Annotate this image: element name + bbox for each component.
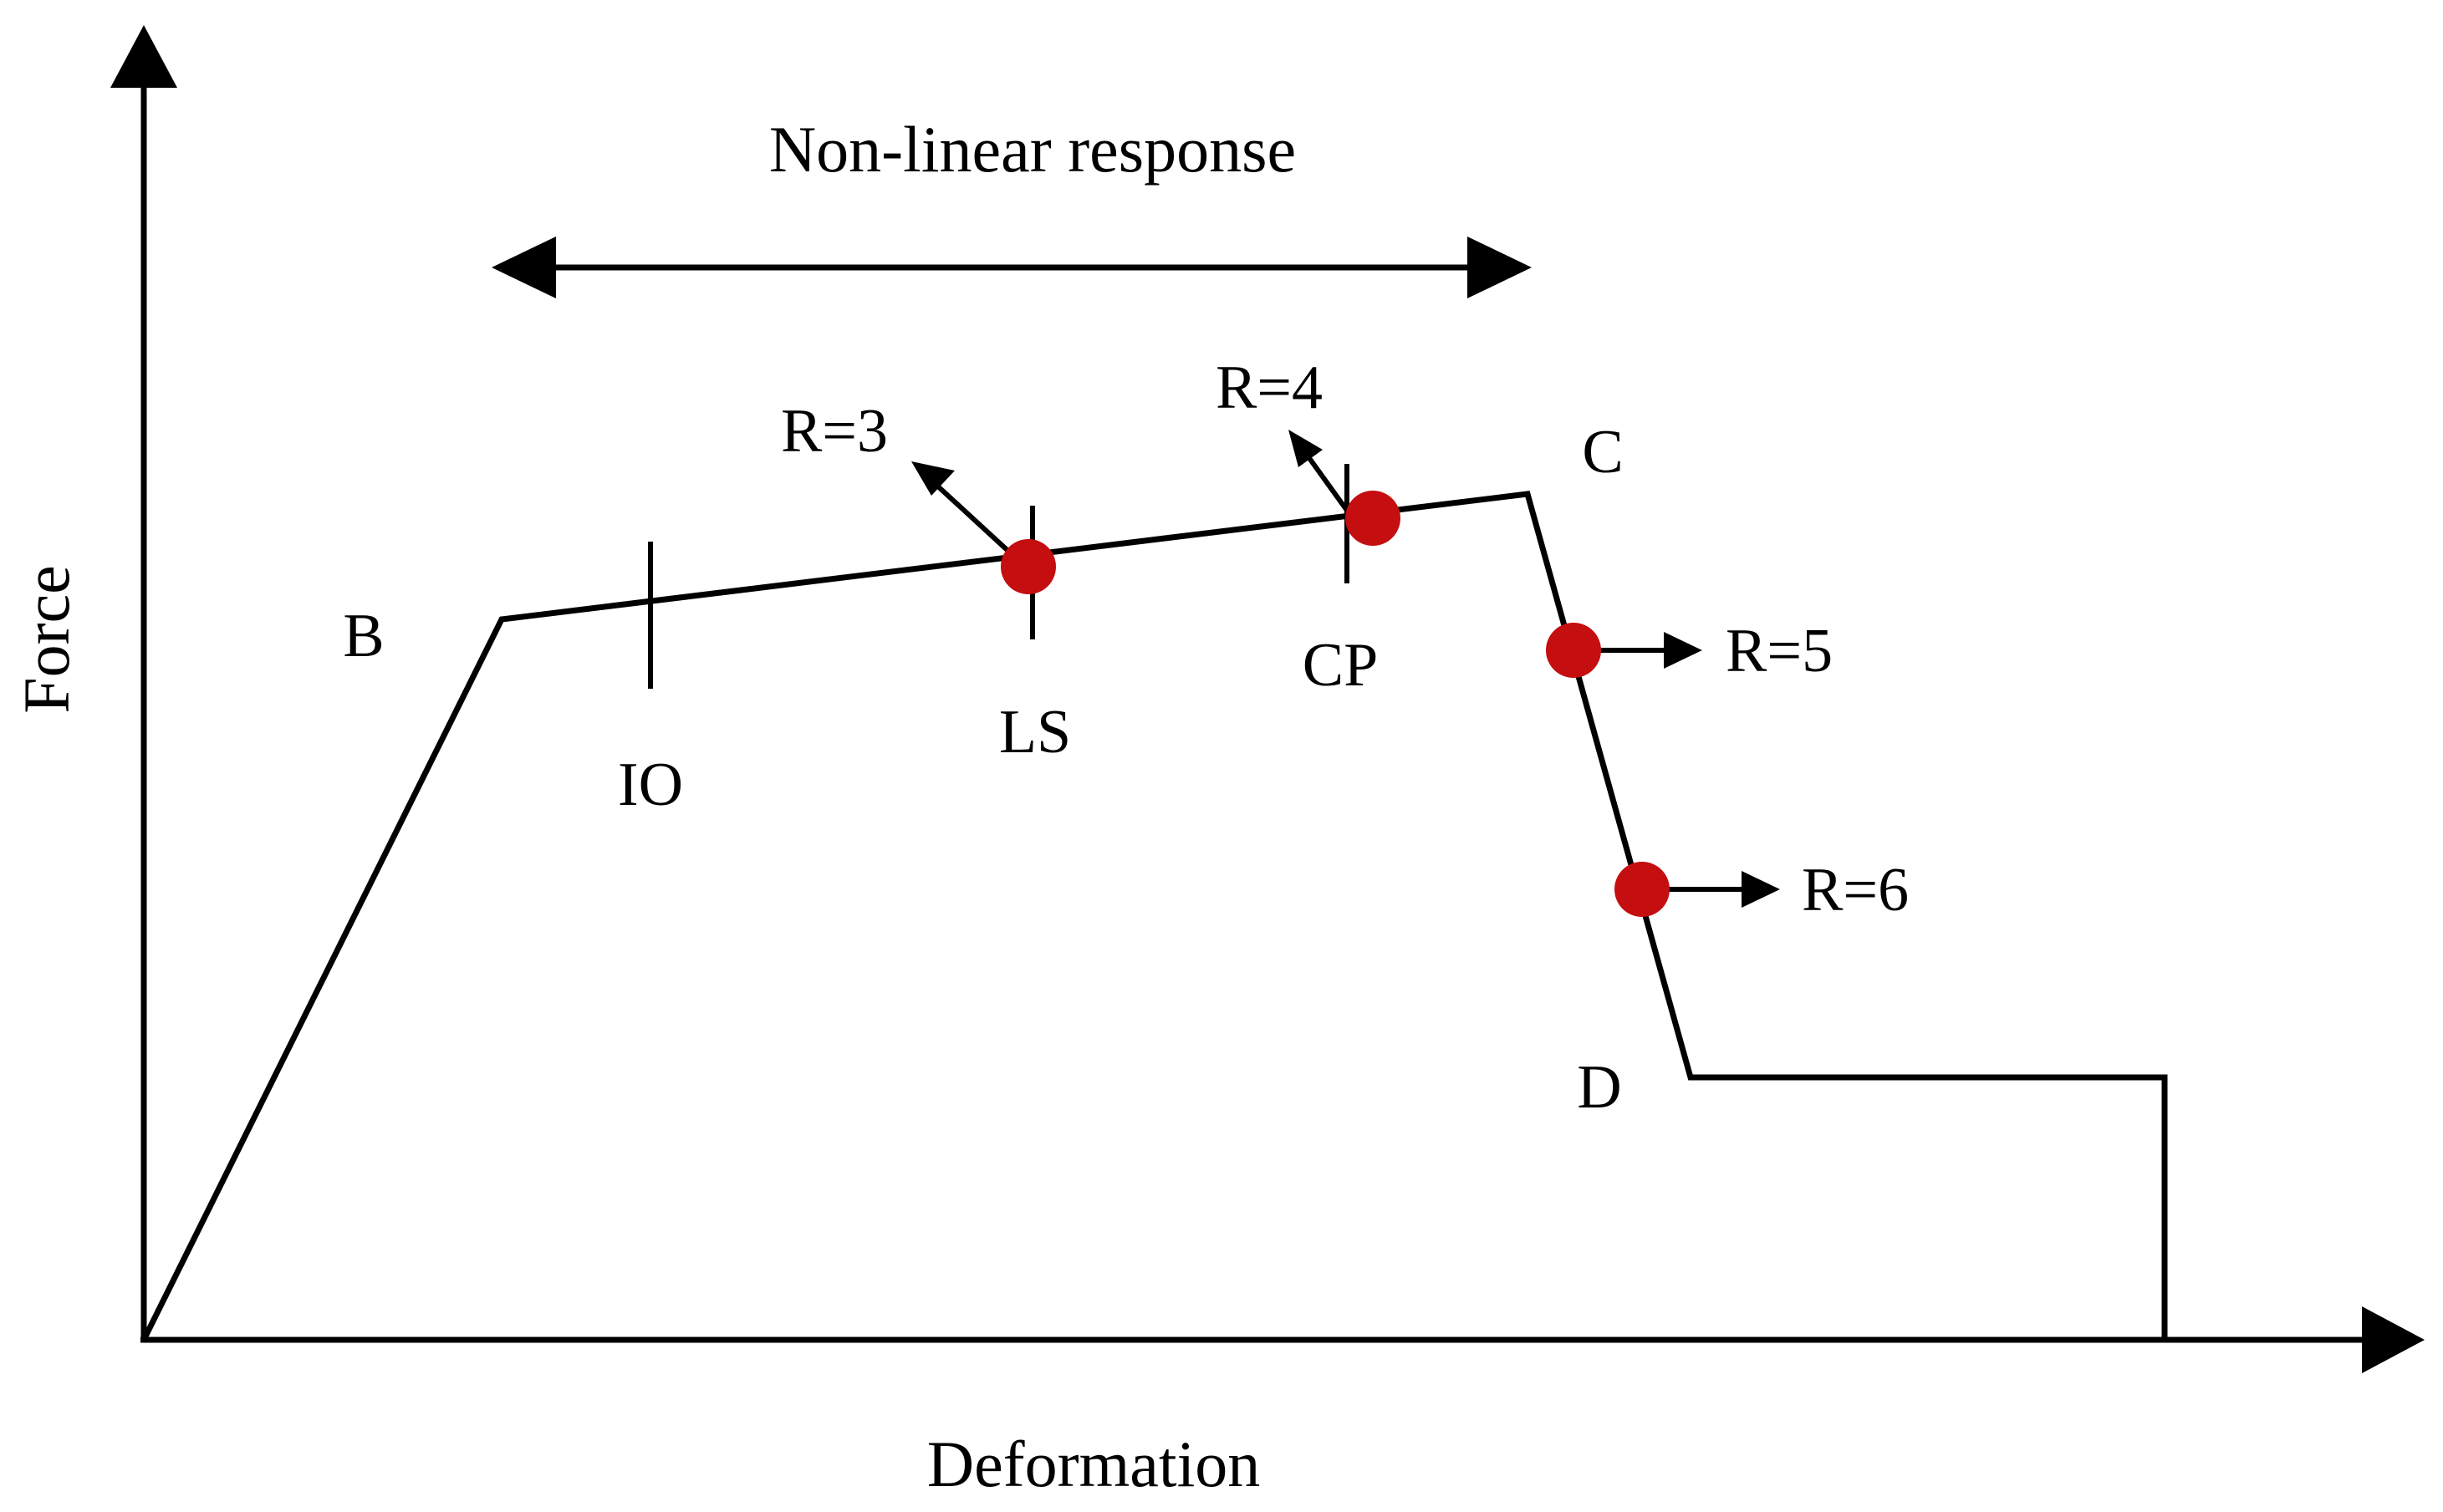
marker-label-r4: R=4 — [1216, 354, 1323, 422]
backbone-curve — [140, 491, 2168, 1341]
point-label-d: D — [1577, 1053, 1621, 1122]
marker-r3 — [1001, 539, 1056, 594]
axes — [110, 25, 2425, 1373]
point-label-b: B — [343, 602, 384, 670]
marker-r6 — [1614, 862, 1670, 917]
r5-arrowhead — [1664, 632, 1702, 669]
x-axis-label: Deformation — [927, 1428, 1261, 1500]
diagram-title: Non-linear response — [769, 113, 1296, 186]
r3-arrowhead — [911, 461, 955, 496]
point-label-c: C — [1582, 418, 1623, 486]
level-label-io: IO — [618, 751, 683, 819]
left-arrowhead — [492, 237, 556, 298]
marker-label-r6: R=6 — [1802, 856, 1909, 924]
right-arrowhead — [1467, 237, 1532, 298]
marker-r5 — [1546, 623, 1601, 678]
level-label-cp: CP — [1303, 631, 1379, 700]
nonlinear-range-arrow — [492, 237, 1532, 298]
marker-r4 — [1345, 491, 1400, 546]
marker-label-r3: R=3 — [781, 397, 888, 466]
y-axis-arrowhead — [110, 25, 177, 88]
r4-arrowhead — [1288, 430, 1323, 467]
marker-label-r5: R=5 — [1726, 617, 1833, 685]
r3-arrow — [926, 475, 1024, 566]
r6-arrowhead — [1742, 871, 1780, 908]
r4-arrow — [1300, 447, 1350, 513]
y-axis-label: Force — [10, 565, 83, 714]
level-label-ls: LS — [999, 698, 1071, 766]
x-axis-arrowhead — [2362, 1306, 2425, 1373]
